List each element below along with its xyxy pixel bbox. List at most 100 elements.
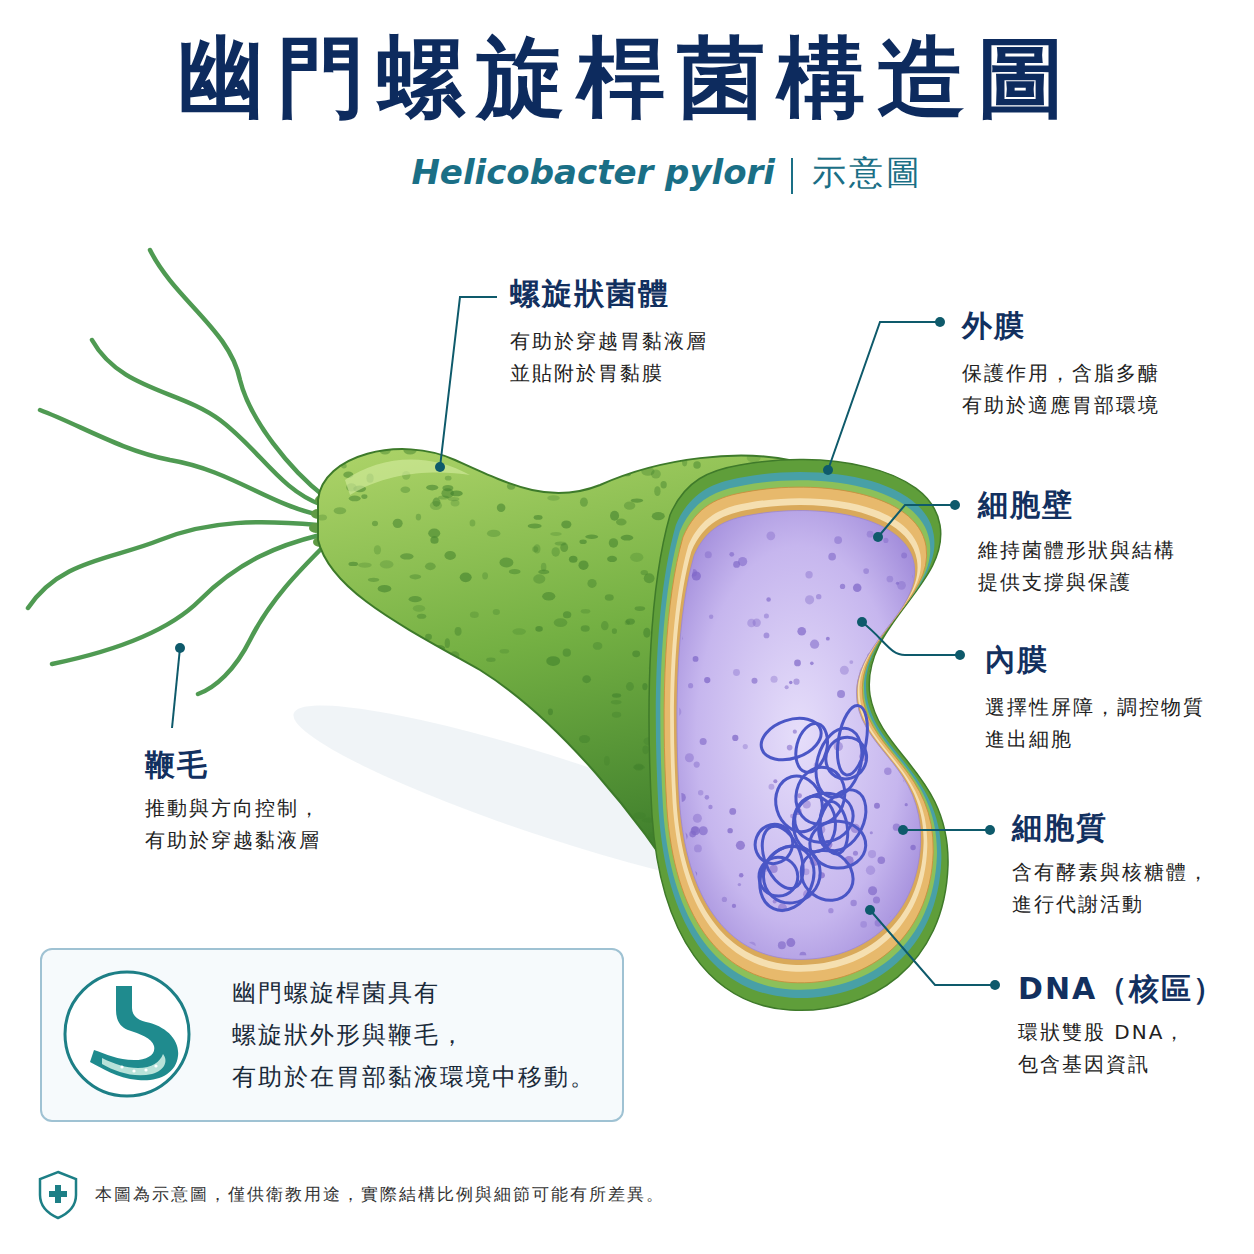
surface-dot (370, 707, 380, 716)
ribosome-dot (900, 660, 904, 664)
ribosome-dot (887, 700, 895, 708)
callout-heading: 外膜 (962, 308, 1026, 344)
surface-dot (675, 444, 682, 451)
dna-loop (758, 857, 798, 897)
surface-dot (631, 453, 638, 457)
surface-dot (341, 735, 352, 742)
surface-dot (372, 521, 378, 527)
surface-dot (565, 753, 575, 758)
ribosome-dot (914, 755, 919, 760)
surface-dot (358, 562, 372, 567)
ribosome-dot (687, 516, 695, 524)
ribosome-dot (910, 940, 917, 947)
ribosome-dot (874, 803, 880, 809)
ribosome-dot (786, 938, 795, 947)
surface-dot (314, 440, 321, 446)
surface-dot (403, 445, 416, 454)
surface-dot (419, 854, 431, 858)
surface-dot (654, 486, 660, 496)
ribosome-dot (739, 873, 744, 878)
surface-dot (582, 675, 591, 683)
callout-heading: DNA（核區） (1018, 971, 1225, 1007)
surface-dot (511, 853, 522, 858)
highlight (345, 459, 470, 495)
surface-dot (586, 887, 597, 894)
cross-section (649, 460, 948, 1011)
surface-dot (578, 560, 588, 570)
surface-dot (468, 870, 481, 878)
surface-dot (455, 627, 462, 636)
ribosome-dot (778, 941, 786, 949)
surface-dot (811, 435, 823, 441)
surface-dot (514, 817, 528, 824)
surface-dot (311, 656, 320, 660)
surface-dot (544, 464, 555, 472)
surface-dot (509, 569, 521, 574)
ribosome-dot (860, 668, 867, 675)
ribosome-dot (891, 636, 896, 641)
surface-dot (375, 615, 388, 620)
surface-dot (548, 708, 553, 715)
surface-dot (339, 450, 351, 455)
ribosome-dot (834, 536, 842, 544)
surface-dot (630, 859, 637, 863)
ribosome-dot (887, 576, 894, 583)
ribosome-dot (826, 637, 830, 641)
surface-dot (450, 490, 462, 496)
surface-dot (612, 797, 619, 803)
ribosome-dot (672, 539, 680, 547)
surface-dot (760, 437, 768, 445)
surface-dot (413, 605, 425, 612)
surface-dot (611, 700, 622, 704)
surface-dot (401, 697, 413, 706)
ribosome-dot (878, 713, 884, 719)
surface-dot (380, 560, 394, 568)
surface-dot (616, 885, 629, 892)
ribosome-dot (699, 826, 708, 835)
ribosome-dot (810, 662, 814, 666)
surface-dot (482, 719, 488, 726)
surface-dot (384, 441, 395, 445)
ribosome-dot (704, 677, 710, 683)
surface-dot (626, 619, 635, 625)
ribosome-dot (747, 619, 756, 628)
ribosome-dot (771, 676, 778, 683)
surface-dot (484, 879, 492, 885)
surface-dot (470, 519, 476, 526)
subtitle: 示意圖 (812, 152, 923, 193)
surface-dot (379, 445, 391, 455)
surface-dot (609, 538, 618, 547)
ribosome-dot (920, 562, 924, 566)
ribosome-dot (873, 896, 880, 903)
surface-dot (419, 888, 426, 896)
ribosome-dot (793, 679, 799, 685)
surface-dot (333, 875, 339, 879)
surface-dot (498, 857, 508, 862)
surface-dot (400, 487, 410, 493)
surface-dot (561, 849, 568, 857)
surface-dot (460, 573, 472, 583)
surface-dot (487, 827, 494, 834)
surface-dot (475, 453, 485, 461)
surface-dot (367, 679, 376, 684)
surface-dot (319, 710, 331, 717)
surface-dot (579, 735, 590, 743)
surface-dot (400, 553, 413, 559)
ribosome-dot (897, 581, 906, 590)
surface-dot (635, 606, 646, 611)
surface-dot (641, 467, 654, 476)
ribosome-dot (794, 659, 801, 666)
surface-dot (560, 543, 568, 552)
surface-dot (605, 594, 614, 601)
ribosome-dot (887, 748, 893, 754)
icon-dot (154, 1064, 157, 1067)
surface-dot (332, 842, 337, 849)
surface-dot (642, 869, 649, 877)
surface-dot (616, 519, 627, 526)
surface-dot (384, 794, 398, 803)
surface-dot (630, 553, 643, 562)
surface-dot (399, 852, 407, 862)
surface-dot (330, 863, 336, 869)
stomach-content (102, 1054, 165, 1075)
ribosome-dot (883, 538, 888, 543)
